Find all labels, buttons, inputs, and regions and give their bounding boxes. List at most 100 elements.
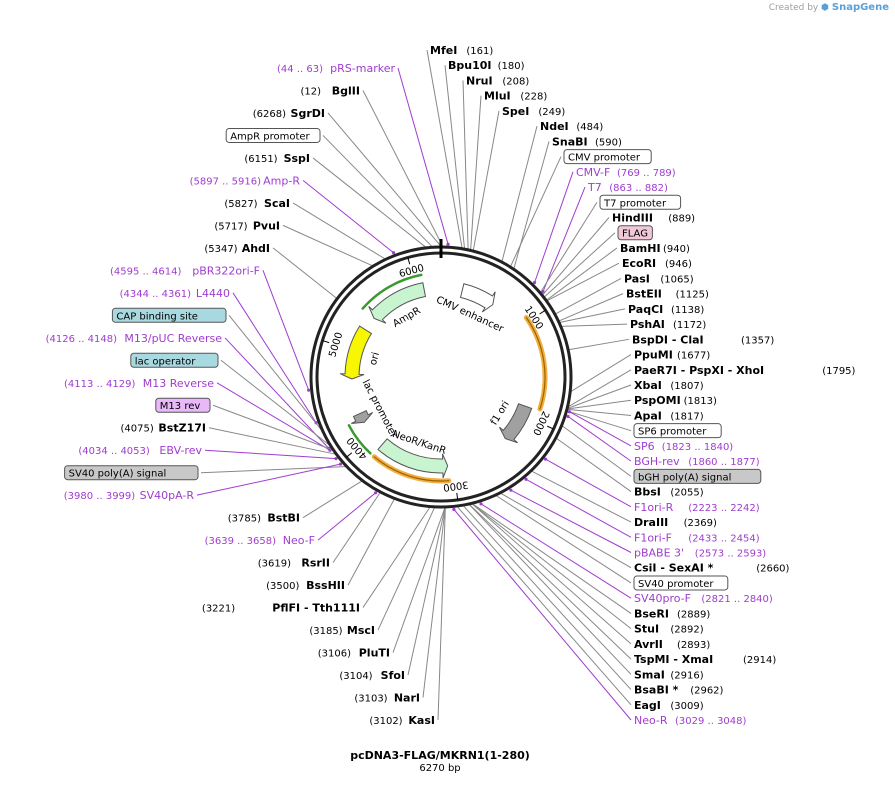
feature-marker	[373, 491, 378, 495]
tick-mark	[346, 452, 353, 458]
feature-box-label: lac operator	[135, 356, 196, 367]
label-smai: SmaI(2916)	[634, 668, 704, 681]
label-bsshii: BssHII(3500)	[266, 579, 345, 592]
tick-mark	[407, 257, 411, 265]
label-spei: SpeI (249)	[502, 105, 565, 118]
neor-orf-arc-core	[373, 456, 450, 482]
feature-cmv-enhancer	[459, 283, 496, 313]
site-position: (1125)	[676, 290, 709, 301]
feature-lac-promoter	[351, 410, 374, 425]
site-position: (4075)	[121, 424, 154, 435]
leader-line	[472, 110, 500, 251]
site-name: PflFI - Tth111I	[272, 602, 360, 615]
site-name: SfoI	[381, 669, 405, 682]
site-name: NdeI	[540, 120, 569, 133]
feature-name: Amp-R	[263, 174, 300, 187]
feature-name: L4440	[196, 287, 230, 300]
leader-line	[567, 416, 632, 462]
site-name: PaeR7I - PspXI - XhoI	[634, 364, 764, 377]
site-name: MluI	[484, 90, 511, 103]
feature-range: (3980 .. 3999)	[64, 491, 136, 502]
feature-marker	[446, 242, 450, 246]
site-position: (249)	[538, 107, 565, 118]
leader-line	[200, 466, 346, 474]
site-position: (484)	[576, 122, 603, 133]
site-labels: MfeI(161)Bpu10I(180)NruI(208)MluI(228)Sp…	[46, 44, 856, 727]
site-name: PpuMI	[634, 349, 673, 362]
label-sp6: SP6(1823 .. 1840)	[634, 440, 733, 453]
leader-line	[569, 338, 630, 351]
leader-line	[510, 156, 562, 267]
feature-box-label: FLAG	[622, 229, 648, 240]
label-l4440: L4440(4344 .. 4361)	[120, 287, 230, 300]
feature-box	[64, 465, 199, 481]
tick-mark	[456, 492, 459, 500]
label-msci: MscI(3185)	[309, 624, 375, 637]
site-position: (1138)	[671, 305, 704, 316]
leader-line	[322, 135, 433, 247]
site-position: (5347)	[204, 244, 237, 255]
leader-line	[457, 506, 632, 706]
site-position: (1817)	[670, 411, 703, 422]
feature-box-label: SP6 promoter	[638, 427, 707, 438]
leader-line	[480, 503, 632, 599]
feature-name: F1ori-F	[634, 531, 672, 544]
site-name: SnaBI	[552, 135, 588, 148]
feature-box	[130, 352, 219, 368]
label-f1ori-f: F1ori-F(2433 .. 2454)	[634, 531, 760, 544]
label-ppumi: PpuMI(1677)	[634, 349, 710, 362]
feature-box	[225, 127, 321, 143]
site-position: (2962)	[690, 686, 723, 697]
feature-box	[633, 468, 762, 484]
leader-line	[568, 369, 632, 408]
label-pshai: PshAI(1172)	[630, 318, 706, 331]
leader-line	[544, 232, 616, 298]
label-sspi: SspI(6151)	[244, 152, 310, 165]
feature-name: pBABE 3'	[634, 547, 684, 560]
site-name: BstZ17I	[158, 422, 206, 435]
site-position: (3102)	[369, 716, 402, 727]
site-position: (6268)	[253, 109, 286, 120]
leader-line	[332, 492, 381, 563]
feature-name: CMV-F	[576, 166, 610, 179]
site-name: DraIII	[634, 516, 668, 529]
site-name: PvuI	[253, 219, 280, 232]
label-ndei: NdeI (484)	[540, 120, 603, 133]
site-name: NarI	[394, 692, 420, 705]
site-name: Bpu10I	[448, 59, 492, 72]
brand-created-by: Created by	[768, 3, 819, 13]
leader-line	[282, 224, 373, 267]
site-position: (1795)	[822, 366, 855, 377]
site-position: (940)	[663, 244, 690, 255]
site-position: (161)	[466, 46, 493, 57]
feature-label-ampr: AmpR	[391, 305, 422, 329]
leader-line	[525, 478, 632, 538]
site-name: BseRI	[634, 607, 669, 620]
tick-mark	[539, 309, 546, 315]
site-name: SspI	[284, 152, 310, 165]
leader-line	[561, 323, 628, 327]
leader-line	[567, 399, 632, 410]
site-position: (3785)	[228, 514, 261, 525]
leader-line	[224, 337, 330, 449]
site-name: SpeI	[502, 105, 529, 118]
label-bamhi: BamHI(940)	[620, 242, 690, 255]
label-bsteii: BstEII(1125)	[626, 288, 709, 301]
label-ebv-rev: EBV-rev(4034 .. 4053)	[78, 444, 202, 457]
feature-marker	[479, 502, 483, 506]
mkrn1-orf-arc	[523, 315, 548, 412]
feature-marker	[524, 477, 528, 481]
site-name: BssHII	[306, 579, 345, 592]
label-ahdi: AhdI(5347)	[204, 242, 270, 255]
feature-name: M13/pUC Reverse	[124, 332, 222, 345]
feature-name: Neo-R	[634, 714, 668, 727]
feature-ori	[339, 325, 373, 380]
label-sv40-poly-a-signal: SV40 poly(A) signal	[64, 465, 199, 481]
site-position: (946)	[665, 259, 692, 270]
feature-name: EBV-rev	[159, 444, 202, 457]
feature-box-label: SV40 promoter	[638, 579, 714, 590]
label-bglii: BglII(12)	[300, 84, 360, 97]
site-name: PaqCI	[628, 303, 663, 316]
feature-box	[563, 149, 652, 165]
label-pspomi: PspOMI(1813)	[634, 394, 717, 407]
